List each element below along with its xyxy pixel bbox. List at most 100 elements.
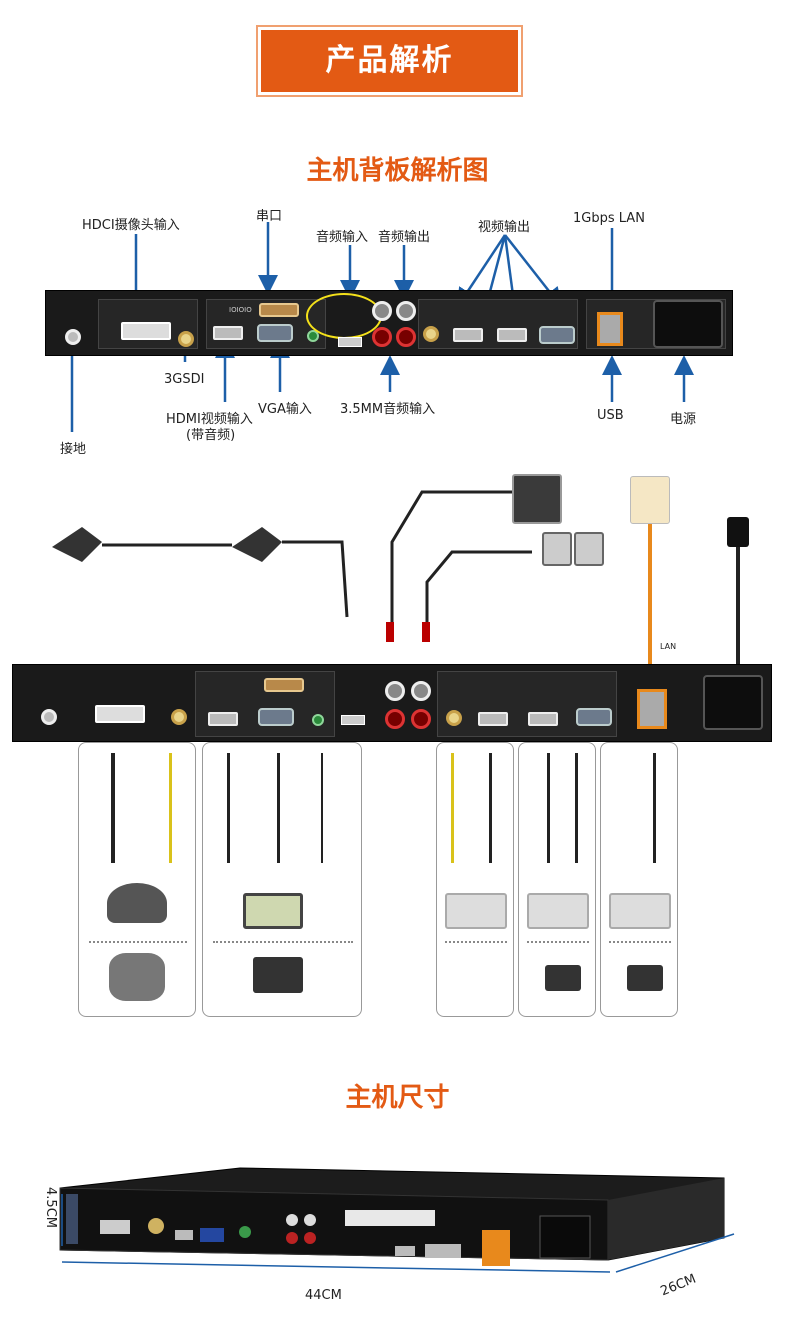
sdi-port <box>178 331 194 347</box>
separator <box>527 941 589 943</box>
dimensions-title: 主机尺寸 <box>345 1083 450 1113</box>
label-video-output: 视频输出 <box>478 220 531 235</box>
serial-mark: IOIOIO <box>229 306 252 314</box>
unit-3d-drawing <box>59 1167 735 1273</box>
hdmi-out-cable <box>547 753 550 863</box>
audio-out-red <box>396 327 416 347</box>
rear-panel-title: 主机背板解析图 <box>306 156 489 186</box>
dimension-height: 4.5CM <box>42 1187 58 1228</box>
power-inlet <box>703 675 763 730</box>
vga-out-cable <box>653 753 656 863</box>
sdi-output-port <box>446 710 462 726</box>
power-cable <box>736 547 740 677</box>
audio-in-red <box>372 327 392 347</box>
lan-cable <box>648 524 652 674</box>
audio-cable <box>321 753 323 863</box>
audio-highlight-ring <box>306 293 382 339</box>
speaker-icon <box>542 532 572 566</box>
lan-port <box>597 312 623 346</box>
hdci-cable <box>111 753 115 863</box>
audio-out-white <box>411 681 431 701</box>
label-ground: 接地 <box>60 442 87 457</box>
camera-group <box>78 742 196 1017</box>
monitor-icon <box>609 893 671 929</box>
output-section <box>437 671 617 737</box>
vga-output-port <box>539 326 575 344</box>
input-section: IOIOIO <box>206 299 326 349</box>
display-group-2 <box>518 742 596 1017</box>
serial-port <box>259 303 299 317</box>
network-power-section <box>586 299 726 349</box>
separator <box>89 941 187 943</box>
sdi-output-port <box>423 326 439 342</box>
projector-icon <box>627 965 663 991</box>
vga-cable <box>277 753 280 863</box>
laptop-icon <box>243 893 303 929</box>
audio-out-red <box>411 709 431 729</box>
usb-front-port <box>338 337 362 347</box>
label-usb: USB <box>597 408 624 423</box>
sdi-out-cable <box>451 753 454 863</box>
display-group-1 <box>436 742 514 1017</box>
serial-port <box>264 678 304 692</box>
dimension-width: 44CM <box>305 1288 342 1303</box>
vga-input-port <box>258 708 294 726</box>
separator <box>609 941 671 943</box>
hdmi-output-port-1 <box>453 328 483 342</box>
connection-diagram: LAN <box>12 462 772 1022</box>
audio-mixer-icon <box>512 474 562 524</box>
rear-panel-large <box>12 664 772 742</box>
label-power: 电源 <box>670 412 697 427</box>
mm-audio-jack <box>307 330 319 342</box>
hdmi-cable <box>227 753 230 863</box>
label-vga-input: VGA输入 <box>258 402 312 417</box>
label-hdmi-input: HDMI视频输入 <box>166 412 253 427</box>
ptz-camera-icon <box>109 953 165 1001</box>
output-section <box>418 299 578 349</box>
projector-icon <box>545 965 581 991</box>
display-group-3 <box>600 742 678 1017</box>
sdi-cable <box>169 753 172 863</box>
hdmi-out-cable <box>489 753 492 863</box>
input-section <box>195 671 335 737</box>
label-serial: 串口 <box>256 209 283 224</box>
ground-terminal <box>41 709 57 725</box>
label-audio-output: 音频输出 <box>378 230 431 245</box>
audio-cables <box>386 490 532 642</box>
banner-title: 产品解析 <box>325 43 454 78</box>
microphone-icon <box>52 527 102 562</box>
speaker-icon <box>574 532 604 566</box>
label-hdmi-audio: (带音频) <box>186 428 236 443</box>
audio-out-white <box>396 301 416 321</box>
vga-out-cable <box>575 753 578 863</box>
label-audio-input: 音频输入 <box>316 230 369 245</box>
rear-panel-chassis: IOIOIO <box>45 290 733 356</box>
label-lan: 1Gbps LAN <box>573 211 645 226</box>
microphone-chain <box>52 527 349 618</box>
media-player-icon <box>253 957 303 993</box>
lan-port <box>637 689 667 729</box>
wall-lan-jack-icon <box>630 476 670 524</box>
audio-in-white <box>385 681 405 701</box>
usb-front-port <box>341 715 365 725</box>
hdmi-output-port-1 <box>478 712 508 726</box>
separator <box>445 941 507 943</box>
hdmi-input-port <box>208 712 238 726</box>
audio-in-white <box>372 301 392 321</box>
monitor-icon <box>445 893 507 929</box>
separator <box>213 941 353 943</box>
label-sdi: 3GSDI <box>164 372 205 387</box>
hdmi-input-port <box>213 326 243 340</box>
vga-input-port <box>257 324 293 342</box>
monitor-icon <box>527 893 589 929</box>
lan-mark: LAN <box>660 642 677 651</box>
hdci-port <box>95 705 145 723</box>
audio-in-red <box>385 709 405 729</box>
label-hdci-input: HDCI摄像头输入 <box>82 218 180 233</box>
hdmi-output-port-2 <box>528 712 558 726</box>
microphone-icon <box>232 527 282 562</box>
sdi-port <box>171 709 187 725</box>
label-mm-audio: 3.5MM音频输入 <box>340 402 436 417</box>
vga-output-port <box>576 708 612 726</box>
power-plug-icon <box>727 517 749 547</box>
